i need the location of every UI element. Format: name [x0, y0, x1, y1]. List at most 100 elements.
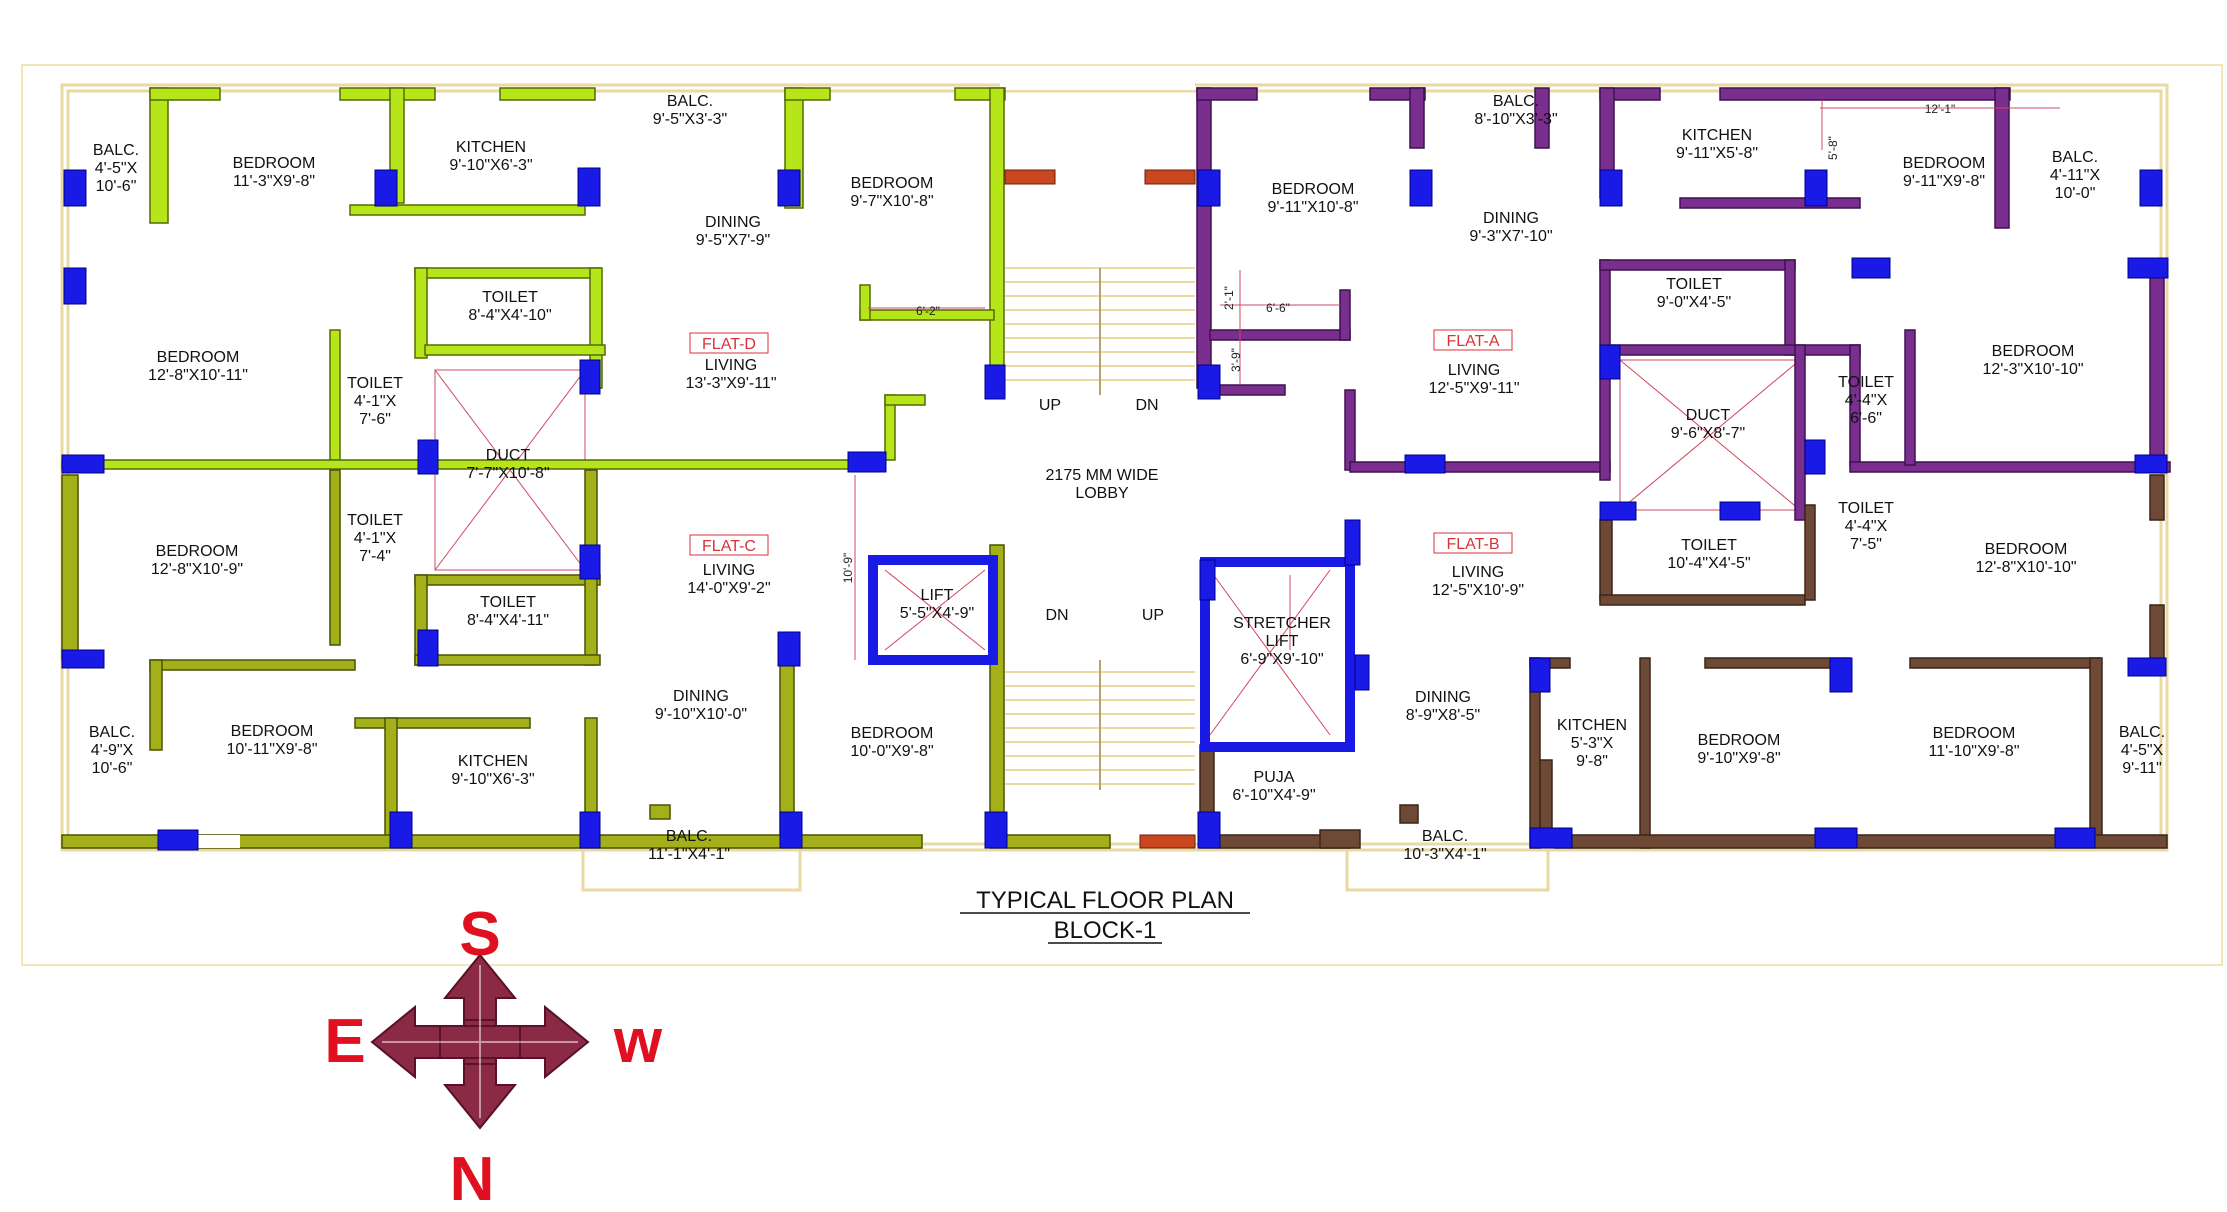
room-label-line: BALC.: [1493, 93, 1539, 110]
room-label-line: BALC.: [2119, 724, 2165, 741]
dimension-6-2: 6'-2": [916, 304, 940, 318]
room-label-line: 7'-7"X10'-8": [466, 465, 549, 482]
room-label-line: TOILET: [480, 594, 536, 611]
room-label-line: 10'-0": [2055, 185, 2096, 202]
room-label-line: LIFT: [921, 587, 954, 604]
room-label-line: 10'-3"X4'-1": [1403, 846, 1486, 863]
stair-dn-bottom-label: DN: [1045, 607, 1068, 624]
room-label-c-balc-bottom: BALC.11'-1"X4'-1": [648, 828, 730, 863]
compass-rose: S N E w: [324, 900, 663, 1212]
room-label-line: TOILET: [482, 289, 538, 306]
room-label-line: BEDROOM: [231, 723, 314, 740]
room-label-line: DINING: [1483, 210, 1539, 227]
room-label-line: 9'-10"X6'-3": [449, 157, 532, 174]
room-label-line: 7'-4": [359, 548, 391, 565]
room-label-line: 5'-5"X4'-9": [900, 605, 974, 622]
room-label-line: STRETCHER: [1233, 615, 1331, 632]
room-label-line: 9'-10"X10'-0": [655, 706, 747, 723]
room-label-line: BALC.: [2052, 149, 2098, 166]
plan-subtitle: BLOCK-1: [1054, 917, 1157, 944]
room-label-line: LIVING: [1448, 362, 1500, 379]
room-label-line: DUCT: [486, 447, 531, 464]
room-label-line: 9'-11"X10'-8": [1268, 199, 1359, 216]
lift-shafts: [868, 555, 1355, 752]
room-label-line: LIVING: [705, 357, 757, 374]
flat-b-walls: [1199, 474, 2168, 849]
room-label-line: BEDROOM: [1272, 181, 1355, 198]
room-label-line: TOILET: [1681, 537, 1737, 554]
room-label-line: 4'-9"X: [91, 742, 134, 759]
room-label-line: TOILET: [347, 512, 403, 529]
compass-west-label: w: [613, 1007, 663, 1076]
room-label-d-balc-top: BALC.9'-5"X3'-3": [653, 93, 727, 128]
plan-title: TYPICAL FLOOR PLAN: [976, 887, 1234, 914]
room-label-line: BEDROOM: [851, 175, 934, 192]
room-label-line: 9'-3"X7'-10": [1469, 228, 1552, 245]
room-label-line: 6'-9"X9'-10": [1240, 651, 1323, 668]
room-label-line: DINING: [705, 214, 761, 231]
duct-crosses: [434, 359, 1801, 736]
flat-label-c: FLAT-C: [702, 538, 756, 555]
room-label-line: DINING: [673, 688, 729, 705]
compass-east-label: E: [324, 1007, 365, 1076]
dimension-5-8: 5'-8": [1826, 136, 1840, 160]
plan-title-block: TYPICAL FLOOR PLAN BLOCK-1: [960, 887, 1250, 944]
room-label-line: KITCHEN: [456, 139, 526, 156]
staircase-top: [1005, 267, 1195, 395]
room-label-line: LIVING: [1452, 564, 1504, 581]
room-label-line: 9'-10"X9'-8": [1697, 750, 1780, 767]
dimension-texts: 6'-2" 10'-9" 2'-1" 6'-6" 3'-9" 12'-1" 5'…: [841, 102, 1955, 583]
room-label-line: 14'-0"X9'-2": [687, 580, 770, 597]
stair-labels: UP DN DN UP: [1039, 397, 1164, 624]
room-label-line: 10'-0"X9'-8": [850, 743, 933, 760]
room-label-line: TOILET: [1838, 500, 1894, 517]
room-label-line: 8'-4"X4'-10": [468, 307, 551, 324]
room-label-line: 9'-7"X10'-8": [850, 193, 933, 210]
stair-up-top-label: UP: [1039, 397, 1061, 414]
room-label-line: 9'-6"X8'-7": [1671, 425, 1745, 442]
flat-label-a: FLAT-A: [1446, 333, 1499, 350]
room-label-line: 8'-9"X8'-5": [1406, 707, 1480, 724]
room-label-line: PUJA: [1254, 769, 1295, 786]
room-label-line: 6'-6": [1850, 410, 1882, 427]
red-beams: [1004, 169, 1196, 849]
room-label-line: 11'-1"X4'-1": [648, 846, 730, 863]
sheet-border: [21, 64, 2223, 966]
room-label-line: BALC.: [666, 828, 712, 845]
room-label-line: 9'-5"X3'-3": [653, 111, 727, 128]
room-label-line: 7'-6": [359, 411, 391, 428]
room-label-line: 12'-8"X10'-11": [148, 367, 248, 384]
room-label-line: 9'-10"X6'-3": [451, 771, 534, 788]
room-label-line: 13'-3"X9'-11": [686, 375, 777, 392]
room-label-line: 9'-11"X5'-8": [1676, 145, 1758, 162]
room-label-line: 10'-4"X4'-5": [1667, 555, 1750, 572]
room-label-line: 9'-5"X7'-9": [696, 232, 770, 249]
room-label-line: 4'-5"X: [2121, 742, 2164, 759]
